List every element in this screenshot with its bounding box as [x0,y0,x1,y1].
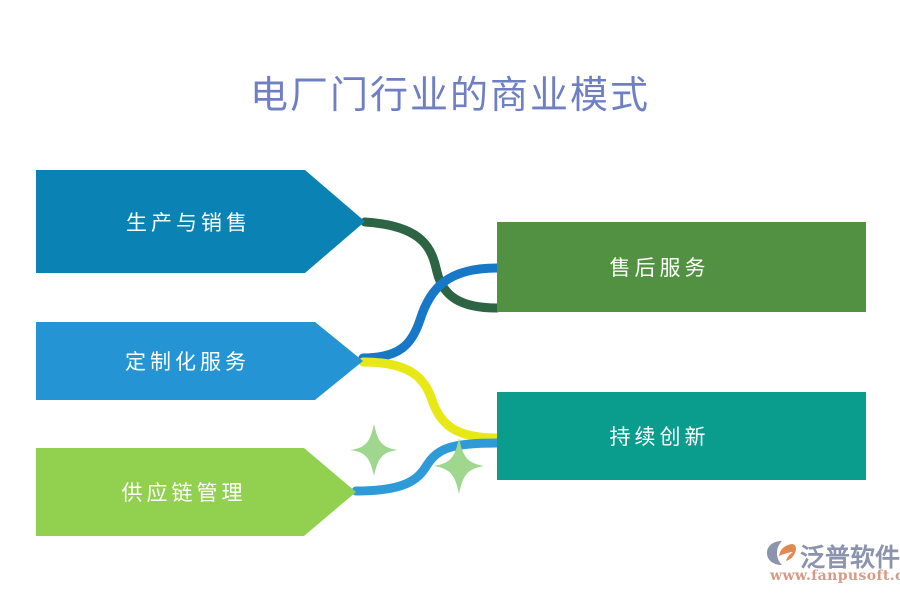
connector-custom-to-aftersales [358,263,502,363]
watermark-url: www.fanpusoft.com [770,568,900,584]
arrow-production-sales[interactable]: 生产与销售 [36,170,365,273]
sparkle-icon [350,424,398,476]
watermark: 泛普软件 www.fanpusoft.com [766,538,900,588]
arrow-label: 生产与销售 [126,210,251,235]
box-after-sales-service[interactable]: 售后服务 [497,222,866,312]
box-label: 持续创新 [609,425,710,449]
box-label: 售后服务 [609,256,710,280]
connector-supply-to-innovation [351,438,502,496]
fanpu-logo-icon [767,541,796,565]
sparkle-icon [434,438,484,494]
connector-production-to-aftersales [360,217,502,313]
page-title: 电厂门行业的商业模式 [249,73,650,117]
arrow-label: 定制化服务 [125,350,250,374]
arrow-custom-service[interactable]: 定制化服务 [36,322,363,400]
watermark-brand: 泛普软件 [800,543,900,572]
box-continuous-innovation[interactable]: 持续创新 [497,392,866,480]
arrow-supply-chain[interactable]: 供应链管理 [36,448,356,536]
arrow-label: 供应链管理 [121,481,247,505]
connector-custom-to-innovation [358,357,502,443]
